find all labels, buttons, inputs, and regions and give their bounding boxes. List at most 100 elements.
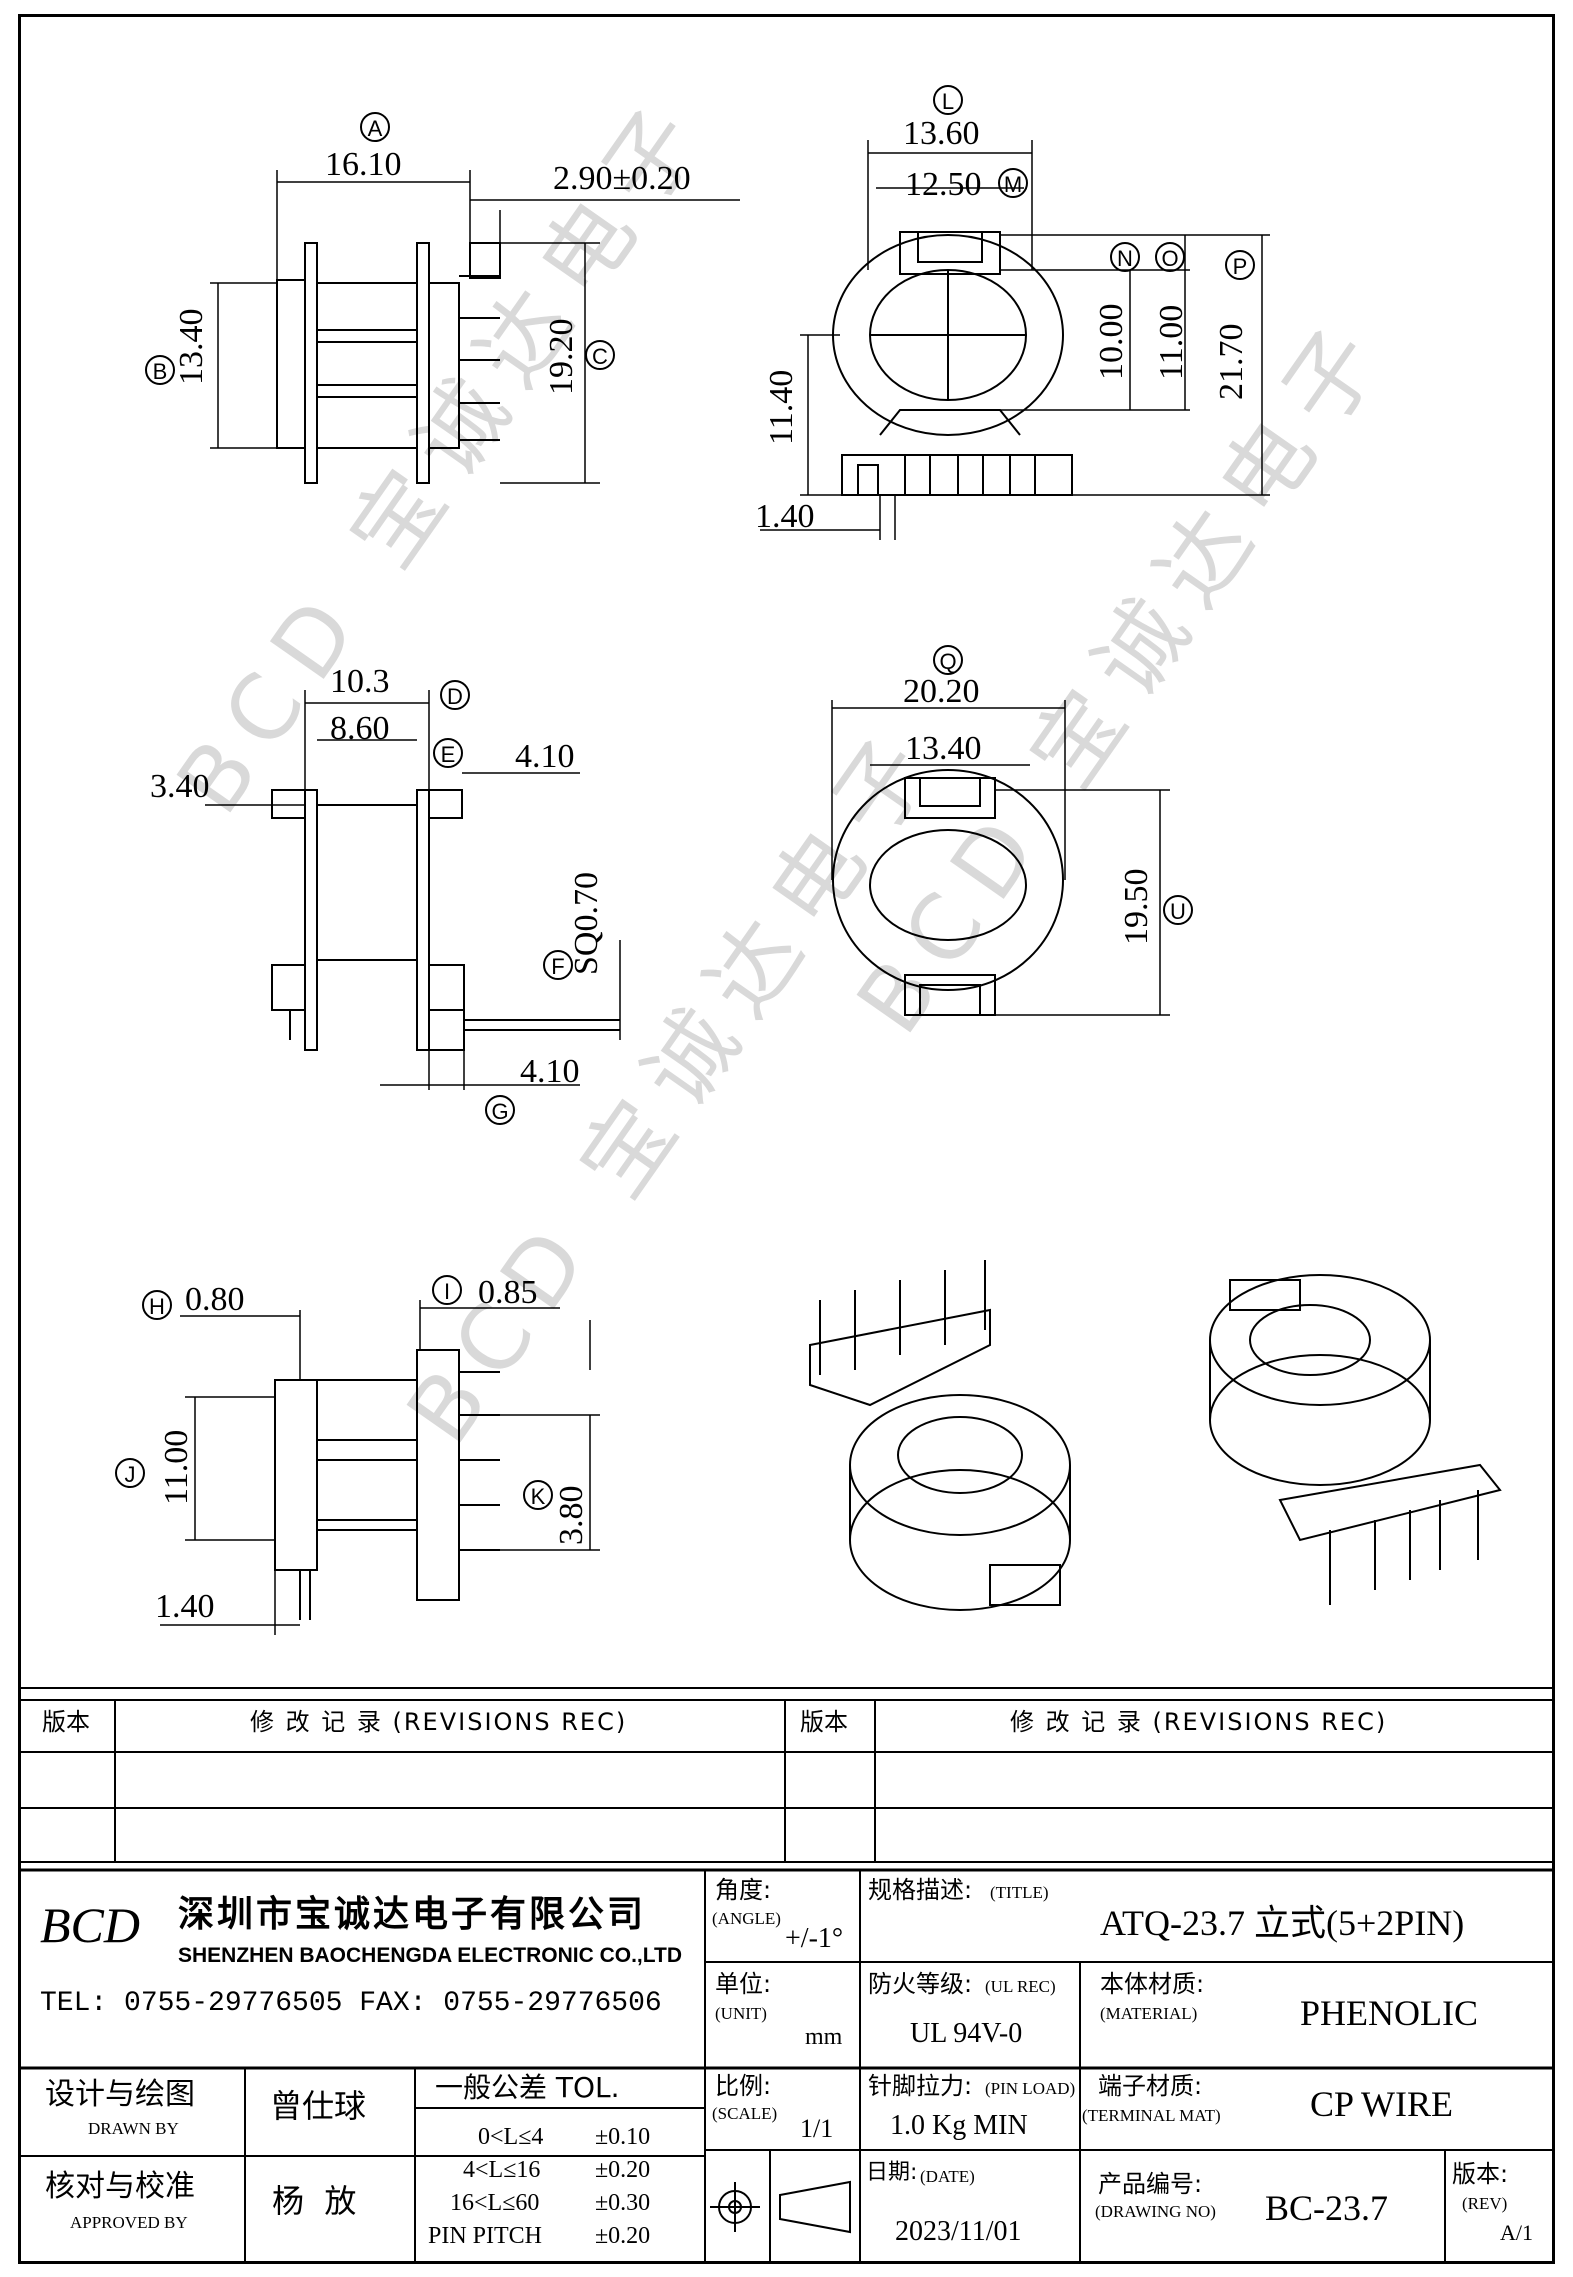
front-view-top: [760, 140, 1270, 540]
dim-p: 21.70: [1213, 323, 1250, 401]
fire-label: 防火等级:: [868, 1970, 973, 1998]
marker-f: F: [543, 950, 573, 980]
rev-en: (REV): [1462, 2194, 1508, 2213]
company-tel: TEL: 0755-29776505 FAX: 0755-29776506: [40, 1988, 662, 2019]
material-value: PHENOLIC: [1300, 1993, 1478, 2033]
unit-label: 单位:: [715, 1970, 772, 1998]
title-value: ATQ-23.7 立式(5+2PIN): [1100, 1903, 1465, 1943]
dim-l: 13.60: [903, 115, 980, 152]
rev-rec-label: 修 改 记 录 (REVISIONS REC): [250, 1708, 628, 1736]
terminal-label: 端子材质:: [1098, 2072, 1203, 2100]
dim-4-10-top: 4.10: [515, 738, 575, 775]
marker-g: G: [485, 1095, 515, 1125]
isometric-view-left: [809, 1260, 1071, 1611]
dim-u: 19.50: [1118, 868, 1155, 946]
marker-e: E: [433, 738, 463, 768]
unit-value: mm: [805, 2024, 843, 2050]
marker-u: U: [1163, 895, 1193, 925]
rev-ver-label-2: 版本: [800, 1708, 848, 1736]
fire-value: UL 94V-0: [910, 2018, 1023, 2049]
date-label: 日期:: [866, 2160, 918, 2185]
approved-label: 核对与校准: [45, 2169, 195, 2204]
marker-o: O: [1155, 242, 1185, 272]
tol-range-2: 4<L≤16: [463, 2157, 541, 2183]
dim-e: 8.60: [330, 710, 390, 747]
dim-a: 16.10: [325, 146, 402, 183]
rev-value: A/1: [1500, 2220, 1533, 2245]
pin-load-en: (PIN LOAD): [985, 2079, 1076, 2098]
dim-j: 11.00: [158, 1429, 195, 1505]
company-name-cn: 深圳市宝诚达电子有限公司: [178, 1894, 647, 1935]
marker-q: Q: [933, 645, 963, 675]
angle-en: (ANGLE): [712, 1909, 781, 1928]
drawing-no-value: BC-23.7: [1265, 2188, 1389, 2228]
dim-sq: SQ0.70: [568, 872, 605, 975]
side-view-bottom: [160, 1300, 600, 1635]
pin-load-value: 1.0 Kg MIN: [890, 2110, 1028, 2141]
dim-m: 12.50: [905, 166, 982, 203]
scale-en: (SCALE): [712, 2104, 778, 2123]
side-view-top: [210, 170, 740, 484]
approved-en: APPROVED BY: [70, 2213, 188, 2232]
dim-3-40: 3.40: [150, 768, 210, 805]
company-logo: BCD: [40, 1897, 140, 1953]
terminal-en: (TERMINAL MAT): [1082, 2106, 1221, 2125]
angle-label: 角度:: [715, 1876, 772, 1904]
dim-4-10-bot: 4.10: [520, 1053, 580, 1090]
dim-tolerance: 2.90±0.20: [553, 160, 691, 197]
dim-q-20-20: 20.20: [903, 673, 980, 710]
marker-m: M: [998, 168, 1028, 198]
material-en: (MATERIAL): [1100, 2004, 1198, 2023]
tol-value-1: ±0.10: [595, 2124, 651, 2150]
company-name-en: SHENZHEN BAOCHENGDA ELECTRONIC CO.,LTD: [178, 1944, 682, 1967]
fire-en: (UL REC): [985, 1977, 1056, 1996]
front-view-middle: [831, 700, 1170, 1016]
tol-value-2: ±0.20: [595, 2157, 651, 2183]
tol-range-3: 16<L≤60: [450, 2190, 540, 2216]
projection-symbol: [710, 2180, 851, 2234]
marker-l: L: [933, 85, 963, 115]
side-view-middle: [205, 690, 621, 1090]
marker-i: I: [432, 1275, 462, 1305]
dim-c: 19.20: [543, 318, 580, 396]
dim-h: 0.80: [185, 1281, 245, 1318]
dim-k: 3.80: [553, 1485, 590, 1546]
marker-n: N: [1110, 242, 1140, 272]
drawn-label: 设计与绘图: [45, 2077, 195, 2112]
tol-range-1: 0<L≤4: [478, 2124, 544, 2150]
drawing-no-label: 产品编号:: [1098, 2170, 1203, 2198]
dim-d: 10.3: [330, 663, 390, 700]
title-label: 规格描述:: [868, 1876, 973, 1904]
isometric-view-right: [1209, 1274, 1502, 1605]
marker-c: C: [585, 340, 615, 370]
marker-b: B: [145, 355, 175, 385]
marker-p: P: [1225, 250, 1255, 280]
dim-b: 13.40: [173, 308, 210, 386]
title-block-grid: [18, 1687, 1555, 2264]
unit-en: (UNIT): [715, 2004, 767, 2023]
dim-n: 10.00: [1093, 303, 1130, 381]
tol-range-4: PIN PITCH: [428, 2223, 543, 2249]
tol-value-3: ±0.30: [595, 2190, 651, 2216]
dim-1-40-top: 1.40: [755, 498, 815, 535]
scale-label: 比例:: [715, 2072, 772, 2100]
tol-value-4: ±0.20: [595, 2223, 651, 2249]
dim-i: 0.85: [478, 1274, 538, 1311]
rev-label: 版本:: [1452, 2160, 1509, 2188]
drawing-sheet: [18, 14, 1555, 2264]
scale-value: 1/1: [800, 2114, 834, 2143]
marker-j: J: [115, 1458, 145, 1488]
marker-a: A: [360, 112, 390, 142]
date-en: (DATE): [920, 2167, 975, 2186]
rev-rec-label-2: 修 改 记 录 (REVISIONS REC): [1010, 1708, 1388, 1736]
title-en: (TITLE): [990, 1883, 1049, 1902]
marker-d: D: [440, 680, 470, 710]
drawing-no-en: (DRAWING NO): [1095, 2202, 1216, 2221]
drawn-value: 曾仕球: [270, 2087, 367, 2125]
date-value: 2023/11/01: [895, 2216, 1022, 2247]
dim-o: 11.00: [1153, 304, 1190, 380]
rev-ver-label: 版本: [42, 1708, 90, 1736]
material-label: 本体材质:: [1100, 1970, 1205, 1998]
terminal-value: CP WIRE: [1310, 2084, 1454, 2124]
